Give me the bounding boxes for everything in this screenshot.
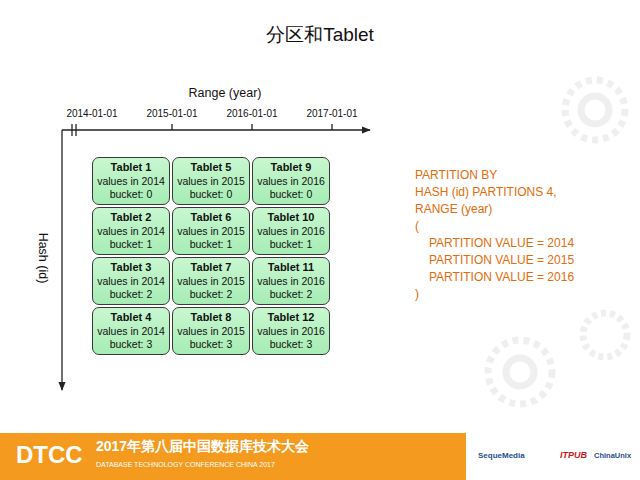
sponsor-logo: ChinaUnix xyxy=(594,451,631,460)
tablet-name: Tablet 11 xyxy=(268,261,314,275)
tablet-box: Tablet 7values in 2015bucket: 2 xyxy=(172,257,250,305)
tablet-detail: bucket: 2 xyxy=(110,288,153,301)
tablet-name: Tablet 7 xyxy=(191,261,232,275)
code-line: ( xyxy=(415,219,419,233)
tablet-name: Tablet 8 xyxy=(191,311,232,325)
tablet-name: Tablet 6 xyxy=(191,211,232,225)
tick-label: 2017-01-01 xyxy=(306,108,357,120)
tablet-name: Tablet 4 xyxy=(111,311,152,325)
tick-label: 2016-01-01 xyxy=(226,108,277,120)
tablet-detail: bucket: 2 xyxy=(270,288,313,301)
code-line: PARTITION VALUE = 2015 xyxy=(429,253,574,267)
tablet-detail: values in 2015 xyxy=(177,325,245,338)
tablet-detail: bucket: 3 xyxy=(270,338,313,351)
tablet-detail: values in 2016 xyxy=(257,175,325,188)
tablet-detail: values in 2015 xyxy=(177,275,245,288)
tablet-box: Tablet 8values in 2015bucket: 3 xyxy=(172,307,250,355)
code-line: PARTITION VALUE = 2014 xyxy=(429,236,574,250)
tablet-box: Tablet 10values in 2016bucket: 1 xyxy=(252,207,330,255)
tablet-detail: bucket: 1 xyxy=(270,238,313,251)
tablet-box: Tablet 5values in 2015bucket: 0 xyxy=(172,157,250,205)
tablet-box: Tablet 12values in 2016bucket: 3 xyxy=(252,307,330,355)
tablet-detail: values in 2014 xyxy=(97,225,165,238)
conference-subtitle: DATABASE TECHNOLOGY CONFERENCE CHINA 201… xyxy=(96,461,275,469)
tablet-detail: bucket: 1 xyxy=(110,238,153,251)
code-line: ) xyxy=(415,287,419,301)
code-line: PARTITION BY xyxy=(415,168,497,182)
code-line: RANGE (year) xyxy=(415,202,492,216)
tablet-box: Tablet 9values in 2016bucket: 0 xyxy=(252,157,330,205)
tablet-detail: values in 2016 xyxy=(257,325,325,338)
tablet-detail: bucket: 0 xyxy=(190,188,233,201)
tablet-name: Tablet 5 xyxy=(191,161,232,175)
code-line: PARTITION VALUE = 2016 xyxy=(429,270,574,284)
tablet-name: Tablet 2 xyxy=(111,211,152,225)
tablet-box: Tablet 6values in 2015bucket: 1 xyxy=(172,207,250,255)
tablet-detail: values in 2016 xyxy=(257,225,325,238)
conference-name: 2017年第八届中国数据库技术大会 xyxy=(96,438,309,455)
sponsor-logo: SequeMedia xyxy=(478,451,525,461)
tick-label: 2015-01-01 xyxy=(146,108,197,120)
sponsor-logo: ITPUB xyxy=(560,450,587,461)
code-line: HASH (id) PARTITIONS 4, xyxy=(415,185,557,199)
tablet-detail: values in 2016 xyxy=(257,275,325,288)
tablet-name: Tablet 10 xyxy=(268,211,315,225)
tablet-box: Tablet 4values in 2014bucket: 3 xyxy=(92,307,170,355)
axis-title: Range (year) xyxy=(189,86,262,101)
tablet-detail: bucket: 2 xyxy=(190,288,233,301)
tick-label: 2014-01-01 xyxy=(66,108,117,120)
tablet-detail: bucket: 0 xyxy=(270,188,313,201)
tablet-box: Tablet 3values in 2014bucket: 2 xyxy=(92,257,170,305)
axis-title: Hash (id) xyxy=(35,233,50,284)
tablet-detail: values in 2014 xyxy=(97,275,165,288)
conference-logo: DTCC xyxy=(16,441,83,470)
tablet-detail: values in 2014 xyxy=(97,325,165,338)
tablet-name: Tablet 9 xyxy=(271,161,312,175)
tablet-name: Tablet 3 xyxy=(111,261,152,275)
tablet-box: Tablet 2values in 2014bucket: 1 xyxy=(92,207,170,255)
tablet-box: Tablet 1values in 2014bucket: 0 xyxy=(92,157,170,205)
tablet-detail: values in 2014 xyxy=(97,175,165,188)
tablet-name: Tablet 1 xyxy=(111,161,152,175)
tablet-detail: bucket: 3 xyxy=(190,338,233,351)
tablet-detail: values in 2015 xyxy=(177,225,245,238)
axis xyxy=(62,124,370,390)
footer-band xyxy=(0,433,466,480)
tablet-detail: bucket: 3 xyxy=(110,338,153,351)
tablet-name: Tablet 12 xyxy=(268,311,315,325)
tablet-box: Tablet 11values in 2016bucket: 2 xyxy=(252,257,330,305)
tablet-detail: bucket: 1 xyxy=(190,238,233,251)
tablet-detail: values in 2015 xyxy=(177,175,245,188)
slide-title: 分区和Tablet xyxy=(266,24,374,47)
tablet-detail: bucket: 0 xyxy=(110,188,153,201)
